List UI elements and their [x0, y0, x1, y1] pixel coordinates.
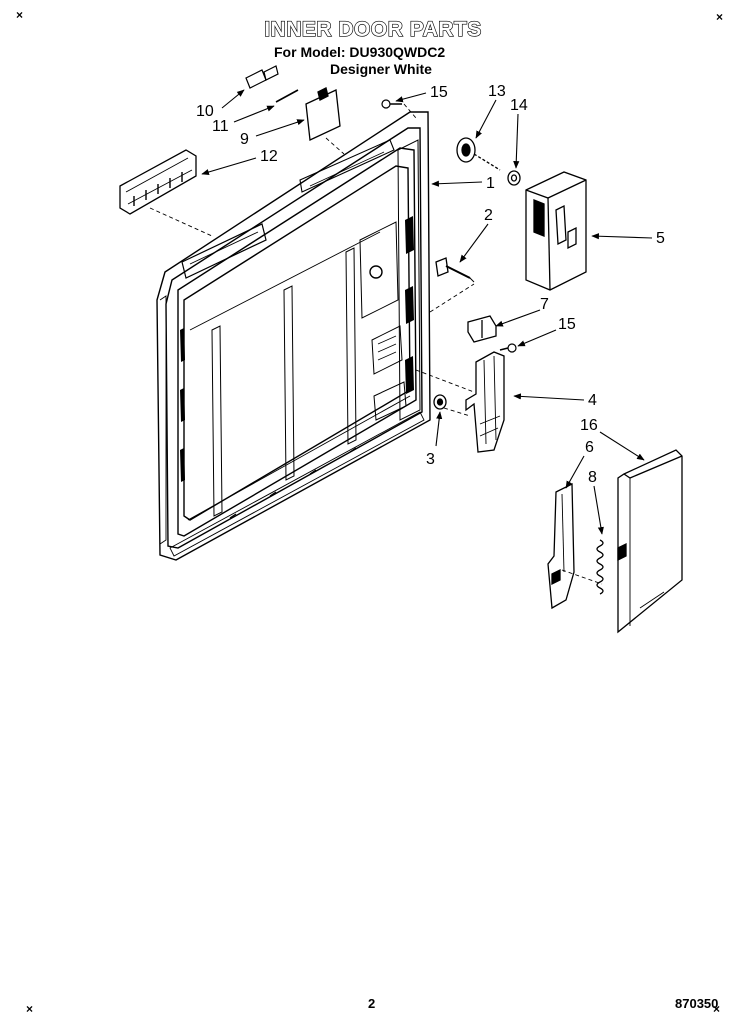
part-6-lever	[547, 482, 575, 610]
part-12-bracket	[119, 149, 197, 215]
callout-15-top: 15	[430, 84, 448, 101]
corner-mark-bottom-left: ×	[26, 1002, 34, 1016]
callout-11: 11	[212, 118, 229, 135]
callout-4: 4	[588, 392, 597, 409]
model-line: For Model: DU930QWDC2	[274, 44, 446, 60]
callout-3: 3	[426, 451, 435, 468]
callout-2: 2	[484, 207, 493, 224]
callout-8: 8	[588, 469, 597, 486]
part-10-clip	[245, 65, 279, 89]
callout-7: 7	[540, 296, 549, 313]
corner-mark-bottom-right: ×	[713, 1002, 721, 1016]
callout-16: 16	[580, 417, 598, 434]
part-5-latch-housing	[525, 171, 587, 291]
part-16-cover	[617, 449, 683, 634]
callout-15-lower: 15	[558, 316, 576, 333]
callout-labels: 10 11 9 12 15 13 14 1 2 5 7 15 4 3 16 6 …	[196, 83, 665, 486]
part-15-screw-lower	[499, 343, 517, 353]
callout-9: 9	[240, 131, 249, 148]
corner-mark-top-left: ×	[16, 8, 24, 22]
part-3-grommet	[433, 394, 447, 410]
drawing-code: 870350	[675, 996, 719, 1011]
part-8-spring	[596, 539, 604, 595]
part-7-catch	[467, 315, 497, 343]
callout-14: 14	[510, 97, 528, 114]
callout-1: 1	[486, 175, 495, 192]
callout-6: 6	[585, 439, 594, 456]
part-2-bolt	[435, 257, 475, 283]
inner-door-panel	[156, 111, 431, 561]
color-line: Designer White	[330, 61, 432, 77]
assembly-lines	[149, 103, 603, 585]
part-4-actuator	[465, 351, 505, 453]
callout-10: 10	[196, 103, 214, 120]
part-9-cover	[305, 87, 341, 141]
part-11-pin	[275, 89, 299, 103]
diagram-title: INNER DOOR PARTS	[264, 17, 482, 41]
callout-12: 12	[260, 148, 278, 165]
callout-5: 5	[656, 230, 665, 247]
leader-arrows	[201, 89, 653, 535]
callout-13: 13	[488, 83, 506, 100]
part-15-screw-top	[381, 99, 402, 109]
part-13-knob	[456, 137, 501, 171]
corner-mark-top-right: ×	[716, 10, 724, 24]
page-number: 2	[368, 996, 376, 1011]
part-14-nut	[507, 170, 521, 186]
